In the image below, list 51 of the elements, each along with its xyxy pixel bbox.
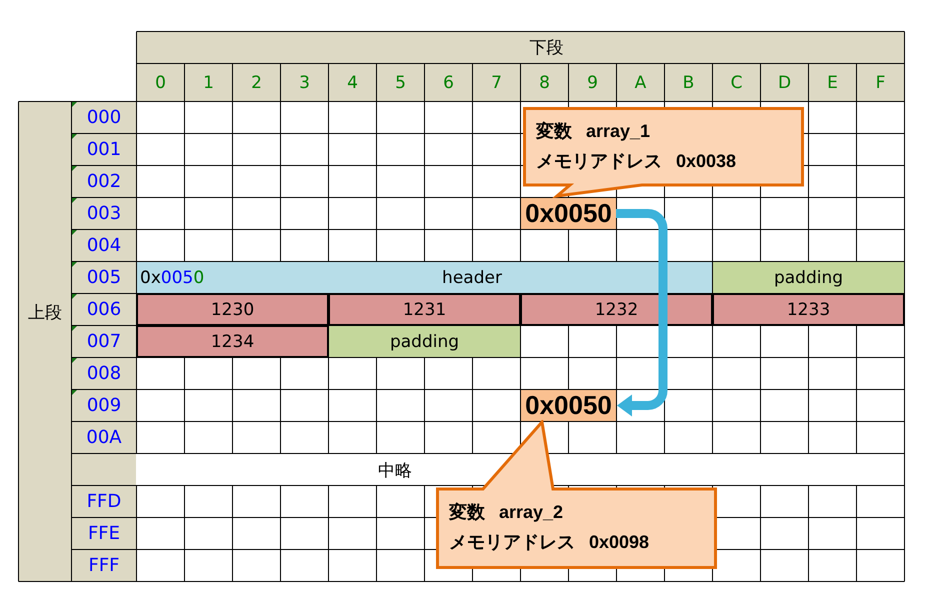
field-label: 1231	[402, 300, 446, 320]
row-header: 002	[72, 166, 136, 197]
field-label: 1230	[210, 300, 254, 320]
row-header: 009	[72, 390, 136, 421]
row-header: FFF	[72, 550, 136, 581]
row-header: 003	[72, 198, 136, 229]
field-label: 1233	[786, 300, 830, 320]
speech-bubble	[523, 107, 804, 198]
address-text: 0x0050	[140, 268, 204, 288]
pointer-value: 0x0050	[521, 198, 616, 229]
row-header: 004	[72, 230, 136, 261]
field-label: 1234	[210, 332, 254, 352]
column-header: C	[713, 64, 760, 101]
row-group-header: 上段	[19, 102, 71, 581]
row-header: 007	[72, 326, 136, 357]
callout-text: メモリアドレス 0x0038	[536, 150, 736, 173]
pointer-value: 0x0050	[521, 390, 616, 421]
column-header: A	[617, 64, 664, 101]
column-header: 9	[569, 64, 616, 101]
column-header: 7	[473, 64, 520, 101]
column-header: E	[809, 64, 856, 101]
speech-bubble	[436, 420, 717, 569]
row-header: FFE	[72, 518, 136, 549]
row-header: 001	[72, 134, 136, 165]
column-header: 2	[233, 64, 280, 101]
column-header: F	[857, 64, 904, 101]
column-header: 5	[377, 64, 424, 101]
row-header: 005	[72, 262, 136, 293]
column-header: D	[761, 64, 808, 101]
field-label: padding	[774, 268, 844, 288]
column-header: 3	[281, 64, 328, 101]
column-header: B	[665, 64, 712, 101]
field-label: header	[442, 268, 502, 288]
curved-arrow	[616, 209, 668, 416]
column-header: 8	[521, 64, 568, 101]
column-header: 1	[185, 64, 232, 101]
row-header: 008	[72, 358, 136, 389]
field-label: padding	[390, 332, 460, 352]
field-label: 1232	[594, 300, 638, 320]
callout-text: メモリアドレス 0x0098	[449, 531, 650, 554]
column-group-header: 下段	[137, 32, 904, 63]
column-header: 6	[425, 64, 472, 101]
column-header: 4	[329, 64, 376, 101]
row-header: 00A	[72, 422, 136, 453]
callout-text: 変数 array_1	[536, 120, 650, 143]
row-header: 000	[72, 102, 136, 133]
row-header: FFD	[72, 486, 136, 517]
row-header: 006	[72, 294, 136, 325]
column-header: 0	[137, 64, 184, 101]
callout-text: 変数 array_2	[449, 501, 564, 524]
omitted-rows-note: 中略	[378, 460, 412, 482]
